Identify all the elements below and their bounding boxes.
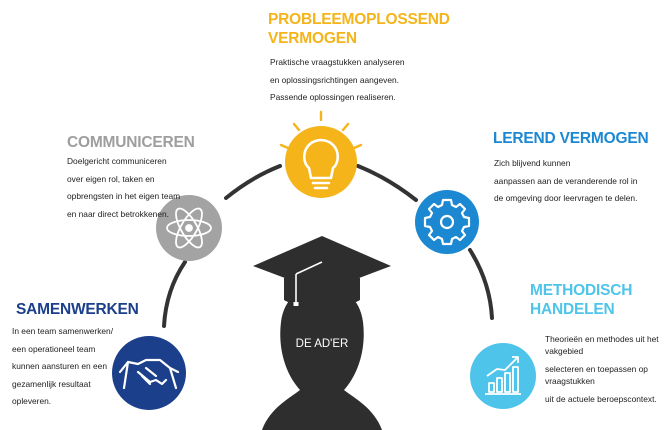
bar-chart-icon	[485, 356, 521, 395]
description-line: uit de actuele beroepscontext.	[545, 394, 657, 404]
title-line: LEREND VERMOGEN	[493, 130, 649, 147]
problem-solving-description: Praktische vraagstukken analyseren en op…	[270, 54, 405, 107]
description-line: over eigen rol, taken en	[67, 173, 155, 184]
tassel-end	[293, 302, 299, 306]
description-line: de omgeving door leervragen te delen.	[494, 193, 638, 203]
description-line: In een team samenwerken/	[12, 326, 114, 336]
learn-icon-circle	[415, 190, 479, 254]
method-title: METHODISCH HANDELEN	[530, 281, 632, 319]
description-line: opbrengsten in het eigen team	[67, 191, 181, 201]
title-line: SAMENWERKEN	[16, 301, 139, 318]
title-line: HANDELEN	[530, 301, 615, 318]
method-icon-circle	[470, 343, 536, 409]
title-line: METHODISCH	[530, 282, 633, 299]
lightbulb-rays	[279, 110, 363, 150]
method-description: Theorieën en methodes uit het vakgebied …	[545, 333, 659, 405]
title-line: PROBLEEMOPLOSSEND	[268, 11, 450, 28]
problem-solving-icon-circle	[279, 110, 363, 198]
description-line: Praktische vraagstukken analyseren	[270, 57, 405, 67]
tassel-cord	[295, 261, 323, 275]
arc-segment	[224, 164, 282, 200]
cooperate-title: SAMENWERKEN	[16, 300, 139, 319]
learn-description: Zich blijvend kunnen aanpassen aan de ve…	[494, 155, 637, 208]
description-line: vakgebied	[545, 346, 584, 356]
description-line: Theorieën en methodes uit het	[545, 334, 659, 344]
description-line: een operationeel team	[12, 343, 96, 354]
cooperate-icon-circle	[112, 336, 186, 410]
description-line: kunnen aansturen en een	[12, 361, 107, 371]
description-line: Passende oplossingen realiseren.	[270, 92, 396, 102]
description-line: aanpassen aan de veranderende rol in	[494, 175, 638, 186]
description-line: Zich blijvend kunnen	[494, 158, 571, 168]
handshake-icon	[118, 358, 180, 390]
atom-icon	[166, 207, 212, 249]
description-line: vraagstukken	[545, 376, 595, 386]
center-label: DE AD'ER	[295, 338, 349, 350]
problem-solving-title: PROBLEEMOPLOSSEND VERMOGEN	[268, 10, 450, 48]
lightbulb-icon	[302, 138, 340, 190]
learn-title: LEREND VERMOGEN	[493, 129, 649, 148]
arc-segment	[162, 260, 187, 328]
description-line: opleveren.	[12, 396, 52, 406]
description-line: gezamenlijk resultaat	[12, 378, 91, 389]
arc-segment	[356, 164, 418, 202]
connecting-arc	[162, 164, 494, 328]
cooperate-description: In een team samenwerken/ een operationee…	[12, 323, 113, 411]
gear-icon	[423, 198, 471, 246]
communicate-icon-circle	[156, 195, 222, 261]
title-line: VERMOGEN	[268, 30, 357, 47]
graduate-silhouette-icon	[253, 236, 391, 430]
description-line: selecteren en toepassen op	[545, 364, 648, 374]
arc-segment	[468, 248, 494, 320]
communicate-description: Doelgericht communiceren over eigen rol,…	[67, 153, 180, 223]
description-line: en naar direct betrokkenen.	[67, 208, 169, 219]
title-line: COMMUNICEREN	[67, 134, 195, 151]
description-line: en oplossingsrichtingen aangeven.	[270, 74, 399, 85]
description-line: Doelgericht communiceren	[67, 156, 167, 166]
communicate-title: COMMUNICEREN	[67, 133, 195, 152]
